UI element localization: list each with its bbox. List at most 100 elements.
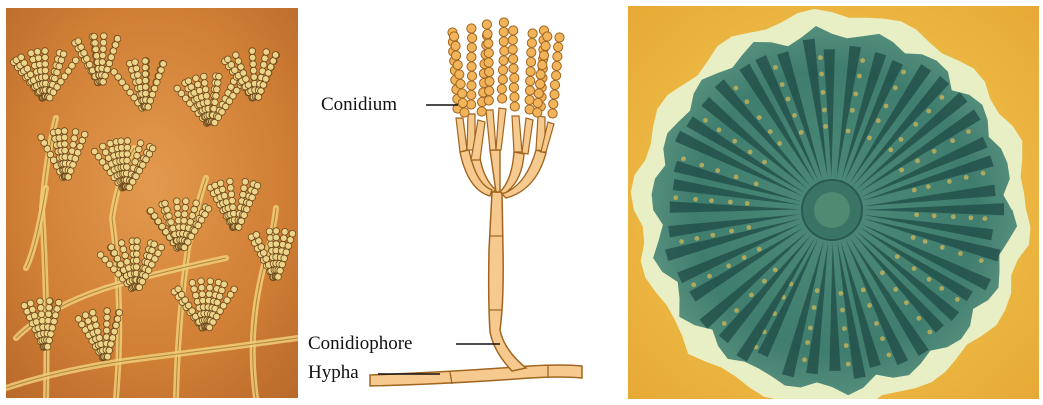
colony-droplet (762, 160, 767, 165)
micrograph-spore (219, 287, 226, 294)
colony-droplet (777, 141, 782, 146)
micrograph-spore (225, 56, 232, 63)
colony-droplet (780, 82, 785, 87)
micrograph-spore (106, 347, 113, 354)
micrograph-spore (62, 141, 69, 148)
micrograph-spore (154, 79, 161, 86)
micrograph-spore (58, 57, 65, 64)
colony-droplet (822, 108, 827, 113)
micrograph-spore (51, 318, 58, 325)
colony-droplet (815, 288, 820, 293)
colony-droplet (926, 109, 931, 114)
colony-droplet (673, 195, 678, 200)
micrograph-spore (124, 164, 131, 171)
micrograph-spore (104, 308, 111, 315)
micrograph-spore (275, 274, 282, 281)
micrograph-spore (251, 74, 258, 81)
colony-droplet (850, 108, 855, 113)
micrograph-spore (75, 316, 82, 323)
micrograph-spore (158, 67, 165, 74)
micrograph-spore (133, 257, 140, 264)
conidium-spore (458, 98, 467, 107)
micrograph-spore (49, 325, 56, 332)
conidium-spore (543, 32, 552, 41)
micrograph-spore (289, 230, 296, 237)
micrograph-panel (6, 8, 298, 398)
micrograph-spore (133, 264, 140, 271)
colony-droplet (951, 214, 956, 219)
conidium-spore (508, 45, 517, 54)
colony-droplet (853, 92, 858, 97)
micrograph-spore (151, 85, 158, 92)
micrograph-spore (134, 238, 141, 245)
micrograph-spore (198, 284, 205, 291)
colony-droplet (969, 215, 974, 220)
colony-droplet (757, 247, 762, 252)
micrograph-spore (67, 168, 74, 175)
conidium-spore (552, 71, 561, 80)
micrograph-spore (109, 335, 116, 342)
colony-droplet (823, 124, 828, 129)
conidium-spore (498, 65, 507, 74)
colony-droplet (773, 65, 778, 70)
colony-droplet (939, 286, 944, 291)
micrograph-spore (134, 152, 141, 159)
colony-droplet (768, 129, 773, 134)
colony-droplet (867, 303, 872, 308)
micrograph-spore (228, 191, 235, 198)
colony-droplet (904, 300, 909, 305)
conidium-spore (552, 61, 561, 70)
micrograph-spore (46, 304, 53, 311)
hypha-label: Hypha (308, 363, 359, 382)
micrograph-spore (100, 143, 107, 150)
conidium-label: Conidium (321, 95, 397, 114)
conidium-spore (485, 86, 494, 95)
conidium-spore (526, 67, 535, 76)
micrograph-spore (135, 72, 142, 79)
micrograph-spore (142, 77, 149, 84)
colony-droplet (844, 343, 849, 348)
micrograph-spore (160, 61, 167, 68)
micrograph-spore (48, 331, 55, 338)
micrograph-spore (104, 66, 111, 73)
micrograph-spore (124, 144, 131, 151)
colony-droplet (981, 171, 986, 176)
micrograph-spore (287, 237, 294, 244)
micrograph-spore (46, 298, 53, 305)
micrograph-spore (272, 52, 279, 59)
micrograph-spore (189, 212, 196, 219)
micrograph-spore (108, 54, 115, 61)
micrograph-spore (93, 53, 100, 60)
micrograph-spore (120, 246, 127, 253)
micrograph-spore (207, 284, 214, 291)
conidium-spore (483, 29, 492, 38)
micrograph-spore (170, 225, 177, 232)
micrograph-spore (111, 69, 118, 76)
micrograph-spore (158, 244, 165, 251)
colony-droplet (757, 115, 762, 120)
colony-droplet (749, 293, 754, 298)
colony-droplet (927, 277, 932, 282)
micrograph-spore (263, 49, 270, 56)
colony-droplet (950, 138, 955, 143)
micrograph-spore (242, 179, 249, 186)
conidium-spore (533, 98, 542, 107)
conidium-spore (467, 52, 476, 61)
micrograph-spore (70, 141, 77, 148)
micrograph-spore (216, 73, 223, 80)
colony-droplet (734, 86, 739, 91)
micrograph-spore (202, 86, 209, 93)
conidium-spore (484, 48, 493, 57)
conidium-spore (538, 60, 547, 69)
colony-panel (628, 6, 1039, 399)
micrograph-spore (42, 54, 49, 61)
colony-droplet (928, 330, 933, 335)
micrograph-spore (137, 140, 144, 147)
colony-droplet (786, 97, 791, 102)
micrograph-spore (147, 97, 154, 104)
conidium-spore (510, 73, 519, 82)
colony-droplet (745, 99, 750, 104)
micrograph-spore (254, 182, 261, 189)
colony-droplet (940, 95, 945, 100)
micrograph-spore (132, 59, 139, 66)
